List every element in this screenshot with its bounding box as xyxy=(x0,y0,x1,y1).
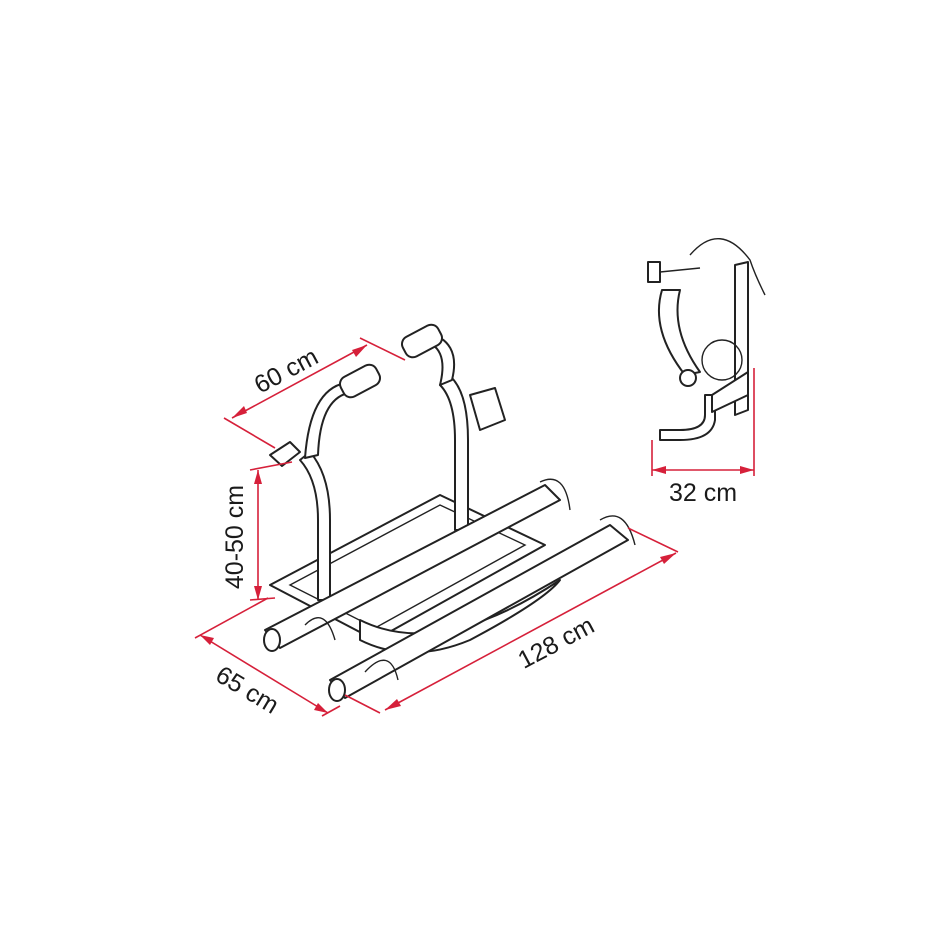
side-knob xyxy=(647,261,661,283)
side-loop xyxy=(658,289,701,376)
dimension-label-32cm: 32 cm xyxy=(669,479,737,507)
bike-rack-main-view xyxy=(263,323,636,702)
dimension-40-50cm: 40-50 cm xyxy=(221,461,293,601)
strap-holder xyxy=(469,387,506,431)
dimension-label-60cm: 60 cm xyxy=(250,343,323,400)
rail-front-end xyxy=(328,678,346,702)
wheel-strap xyxy=(539,478,571,511)
side-bar xyxy=(659,267,701,273)
side-hinge xyxy=(679,369,697,387)
side-clamp-ring xyxy=(701,339,743,381)
dimension-label-128cm: 128 cm xyxy=(513,611,599,674)
wheel-strap xyxy=(599,515,636,546)
dimension-label-65cm: 65 cm xyxy=(211,661,284,720)
wheel-strap xyxy=(364,659,399,681)
dimension-32cm: 32 cm xyxy=(651,368,755,507)
right-pad xyxy=(400,323,444,359)
rail-rear-end xyxy=(263,628,281,652)
dimension-line xyxy=(199,634,329,714)
dimension-line xyxy=(231,344,368,419)
dimension-line xyxy=(384,552,677,711)
bike-rack-side-view xyxy=(647,238,766,441)
side-arm xyxy=(659,394,716,441)
side-bracket xyxy=(711,371,749,413)
dimension-label-40-50cm: 40-50 cm xyxy=(221,485,249,589)
left-pad xyxy=(338,363,382,399)
mount-plate-left xyxy=(269,441,301,467)
wheel-strap xyxy=(304,617,336,641)
side-strap xyxy=(689,238,766,296)
